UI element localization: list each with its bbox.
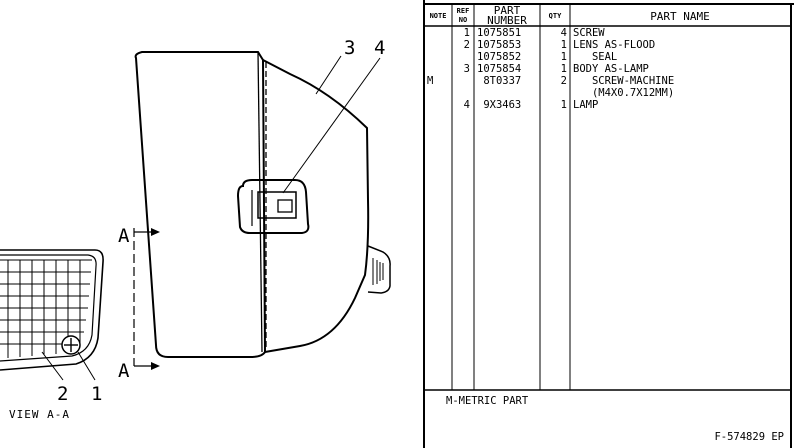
section-arrow-bottom (151, 362, 160, 370)
cell-qty: 1 (561, 63, 567, 75)
cell-part-number: 8T0337 (477, 75, 521, 87)
lamp-illustration: 3 4 A A 2 1 VIEW A-A (0, 37, 391, 421)
section-label-bottom: A (118, 360, 130, 382)
cell-part-name: SEAL (573, 51, 617, 63)
header-part-name: PART NAME (650, 10, 710, 23)
cell-qty: 2 (561, 75, 567, 87)
cell-part-name: SCREW-MACHINE (573, 75, 674, 87)
cell-part-name: LENS AS-FLOOD (573, 39, 655, 51)
table-row: 1 1075851 4 SCREW (464, 27, 606, 39)
section-arrow-top (151, 228, 160, 236)
header-part-number: NUMBER (487, 14, 527, 27)
cell-ref: 4 (464, 99, 470, 111)
cell-note: M (427, 75, 433, 87)
cell-qty: 1 (561, 99, 567, 111)
cell-part-name: LAMP (573, 99, 598, 111)
cell-ref: 2 (464, 39, 470, 51)
cell-part-number: 1075852 (477, 51, 521, 63)
cell-part-number: 1075853 (477, 39, 521, 51)
cell-part-name: SCREW (573, 27, 605, 39)
lamp-plug (367, 245, 391, 294)
lamp-lens (134, 51, 267, 358)
header-ref: REF (457, 7, 470, 15)
metric-footnote: M-METRIC PART (446, 395, 529, 407)
callout-3: 3 (344, 37, 355, 59)
cell-part-name: BODY AS-LAMP (573, 63, 649, 75)
view-caption: VIEW A-A (9, 408, 70, 421)
callout-2: 2 (57, 383, 68, 405)
header-part: PART (494, 4, 521, 17)
cell-part-number: 9X3463 (477, 99, 521, 111)
parts-table: NOTE REF NO PART NUMBER QTY PART NAME 1 … (423, 0, 794, 448)
lamp-clip (236, 179, 310, 234)
table-row: 2 1075853 1 LENS AS-FLOOD (464, 39, 656, 51)
cell-qty: 1 (561, 39, 567, 51)
view-a-a-inset (0, 249, 104, 381)
cell-part-name: (M4X0.7X12MM) (573, 87, 674, 99)
cell-ref: 1 (464, 27, 470, 39)
table-header: NOTE REF NO PART NUMBER QTY PART NAME (430, 4, 710, 27)
section-label-top: A (118, 225, 130, 247)
header-note: NOTE (430, 12, 447, 20)
cell-qty: 4 (561, 27, 567, 39)
callout-1: 1 (91, 383, 102, 405)
table-row: 3 1075854 1 BODY AS-LAMP (464, 63, 649, 75)
header-ref-no: NO (459, 16, 467, 24)
drawing-number: F-574829 EP (714, 431, 784, 443)
header-qty: QTY (549, 12, 562, 20)
lens-grid (0, 259, 92, 358)
cell-qty: 1 (561, 51, 567, 63)
cell-part-number: 1075854 (477, 63, 521, 75)
table-row: M 8T0337 2 SCREW-MACHINE (427, 75, 674, 87)
table-row: 4 9X3463 1 LAMP (464, 99, 599, 111)
lamp-body (262, 59, 370, 353)
callout-4: 4 (374, 37, 385, 59)
table-row: (M4X0.7X12MM) (573, 87, 674, 99)
cell-ref: 3 (464, 63, 470, 75)
table-row: 1075852 1 SEAL (477, 51, 617, 63)
cell-part-number: 1075851 (477, 27, 521, 39)
